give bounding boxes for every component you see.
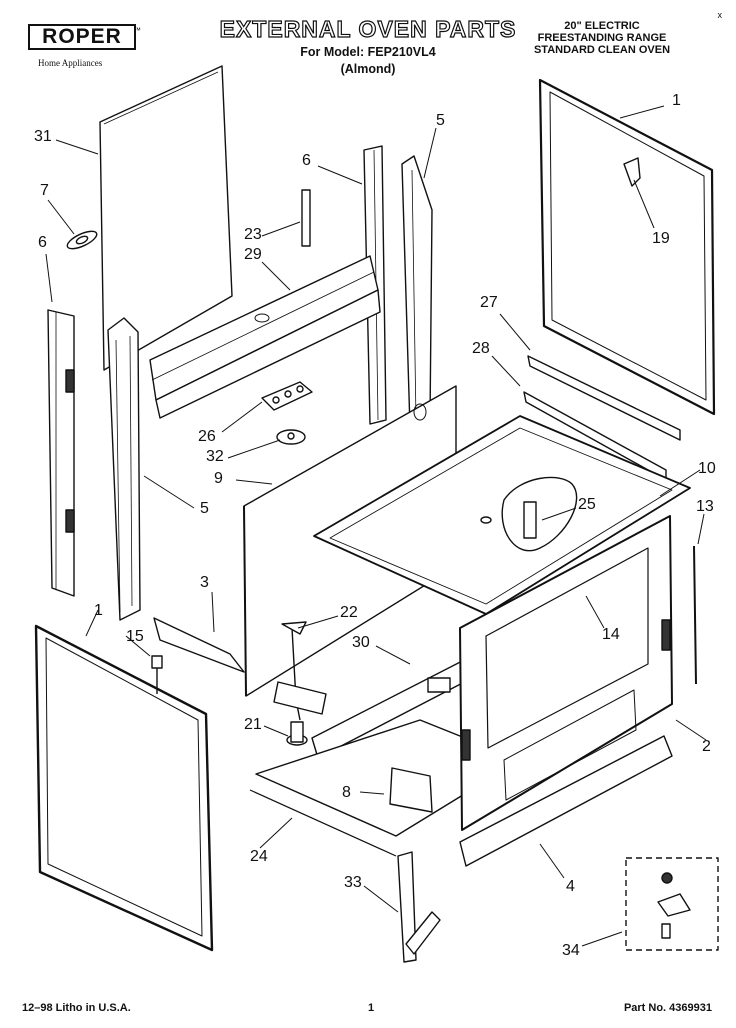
part-side-trim-left bbox=[47, 309, 75, 597]
brand-logo: ROPER bbox=[28, 24, 136, 50]
callout-5-left: 5 bbox=[200, 500, 209, 517]
page-number: 1 bbox=[368, 1002, 375, 1014]
part-door-clip bbox=[623, 157, 641, 187]
spec-line-1: 20" ELECTRIC bbox=[564, 20, 640, 32]
callout-5-right: 5 bbox=[436, 112, 445, 129]
callout-4: 4 bbox=[566, 878, 575, 895]
trademark-mark: ™ bbox=[133, 26, 141, 35]
callout-10: 10 bbox=[698, 460, 716, 477]
callout-1-upper: 1 bbox=[672, 92, 681, 109]
callout-7: 7 bbox=[40, 182, 49, 199]
part-rear-support bbox=[149, 255, 381, 419]
brand-subtitle: Home Appliances bbox=[38, 58, 103, 68]
part-kit-box bbox=[625, 857, 719, 951]
spec-line-2: FREESTANDING RANGE bbox=[537, 32, 667, 44]
callout-2: 2 bbox=[702, 738, 711, 755]
model-line: For Model: FEP210VL4 bbox=[300, 45, 436, 59]
part-rail-upper bbox=[527, 355, 681, 441]
part-base-pan bbox=[249, 719, 521, 857]
callout-28: 28 bbox=[472, 340, 490, 357]
callout-15: 15 bbox=[126, 628, 144, 645]
callout-34: 34 bbox=[562, 942, 580, 959]
callout-21: 21 bbox=[244, 716, 262, 733]
part-wire-harness bbox=[273, 621, 327, 721]
callout-30: 30 bbox=[352, 634, 370, 651]
callout-31: 31 bbox=[34, 128, 52, 145]
callout-27: 27 bbox=[480, 294, 498, 311]
spec-line-3: STANDARD CLEAN OVEN bbox=[533, 44, 671, 56]
callout-6-right: 6 bbox=[302, 152, 311, 169]
callout-13: 13 bbox=[696, 498, 714, 515]
part-terminal-block bbox=[261, 381, 313, 411]
part-kickplate bbox=[459, 735, 673, 867]
part-anti-tip-bracket bbox=[397, 851, 441, 963]
variant-line: (Almond) bbox=[340, 62, 396, 76]
print-code: 12–98 Litho in U.S.A. bbox=[22, 1002, 131, 1014]
part-leveling-leg bbox=[286, 721, 308, 746]
callout-19: 19 bbox=[652, 230, 670, 247]
callout-33: 33 bbox=[344, 874, 362, 891]
leader-lines bbox=[45, 105, 707, 947]
part-trim-right bbox=[693, 545, 697, 685]
callout-3: 3 bbox=[200, 574, 209, 591]
part-trim-strip bbox=[153, 617, 245, 673]
callout-26: 26 bbox=[198, 428, 216, 445]
callout-1-lower: 1 bbox=[94, 602, 103, 619]
part-number: Part No. 4369931 bbox=[623, 1002, 712, 1014]
page-title: EXTERNAL OVEN PARTS bbox=[219, 15, 517, 42]
callout-25: 25 bbox=[578, 496, 596, 513]
part-side-panel-left bbox=[107, 317, 141, 621]
part-thermostat bbox=[276, 429, 306, 445]
part-side-panel-right bbox=[401, 155, 433, 429]
callout-6-left: 6 bbox=[38, 234, 47, 251]
part-terminal-block-gasket bbox=[66, 230, 98, 250]
callout-32: 32 bbox=[206, 448, 224, 465]
part-oven-bottom bbox=[313, 415, 691, 615]
callout-29: 29 bbox=[244, 246, 262, 263]
corner-mark: x bbox=[717, 10, 723, 20]
callout-9: 9 bbox=[214, 470, 223, 487]
part-rear-panel bbox=[99, 65, 233, 371]
part-front-frame bbox=[459, 515, 673, 831]
callout-24: 24 bbox=[250, 848, 268, 865]
callout-22: 22 bbox=[340, 604, 358, 621]
part-bracket bbox=[301, 189, 311, 247]
callout-23: 23 bbox=[244, 226, 262, 243]
part-door-frame-upper bbox=[538, 78, 716, 416]
callout-8: 8 bbox=[342, 784, 351, 801]
callout-14: 14 bbox=[602, 626, 620, 643]
part-door-frame-lower bbox=[34, 624, 214, 952]
